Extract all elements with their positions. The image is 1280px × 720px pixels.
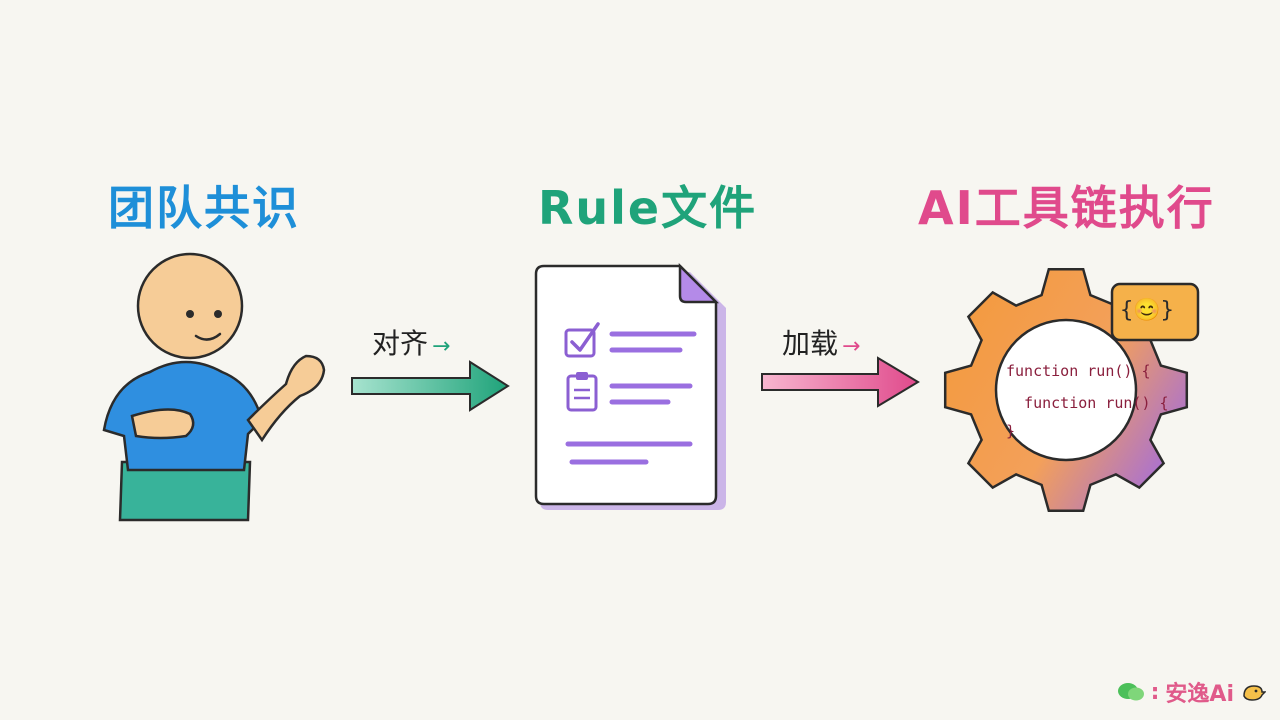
- small-arrow-icon: →: [842, 334, 861, 359]
- title-rule-file: Rule文件: [538, 181, 758, 235]
- person-eye-left: [186, 310, 194, 318]
- arrow-label-align-text: 对齐: [372, 327, 429, 360]
- small-arrow-icon: →: [432, 334, 451, 359]
- watermark-separator: :: [1150, 679, 1160, 705]
- badge-label: {😊}: [1120, 298, 1174, 323]
- checkbox-icon: [564, 322, 600, 358]
- rule-document: [534, 262, 726, 510]
- person-hand-chest: [130, 408, 195, 440]
- arrow-label-align: 对齐→: [372, 322, 450, 362]
- title-ai-toolchain: AI工具链执行: [918, 181, 1215, 235]
- arrow-label-load: 加载→: [782, 322, 860, 362]
- arrow-label-load-text: 加载: [782, 327, 839, 360]
- smile-badge: [1110, 282, 1200, 342]
- code-line-1: function run() {: [1006, 362, 1151, 380]
- code-line-3: }: [1006, 422, 1016, 440]
- wechat-icon: [1117, 683, 1144, 701]
- title-team-consensus: 团队共识: [108, 181, 300, 235]
- bird-icon: [1243, 685, 1266, 701]
- person-smile: [194, 332, 222, 341]
- code-line-2: function run() {: [1006, 394, 1169, 412]
- person-eye-right: [214, 310, 222, 318]
- watermark: : 安逸Ai: [1117, 676, 1266, 708]
- watermark-brand: 安逸Ai: [1165, 682, 1234, 707]
- person-head: [136, 252, 244, 360]
- align-arrow: [351, 360, 510, 412]
- load-arrow: [761, 356, 920, 408]
- person-raised-arm: [246, 354, 326, 443]
- clipboard-icon: [566, 372, 598, 412]
- person-figure: [102, 252, 326, 522]
